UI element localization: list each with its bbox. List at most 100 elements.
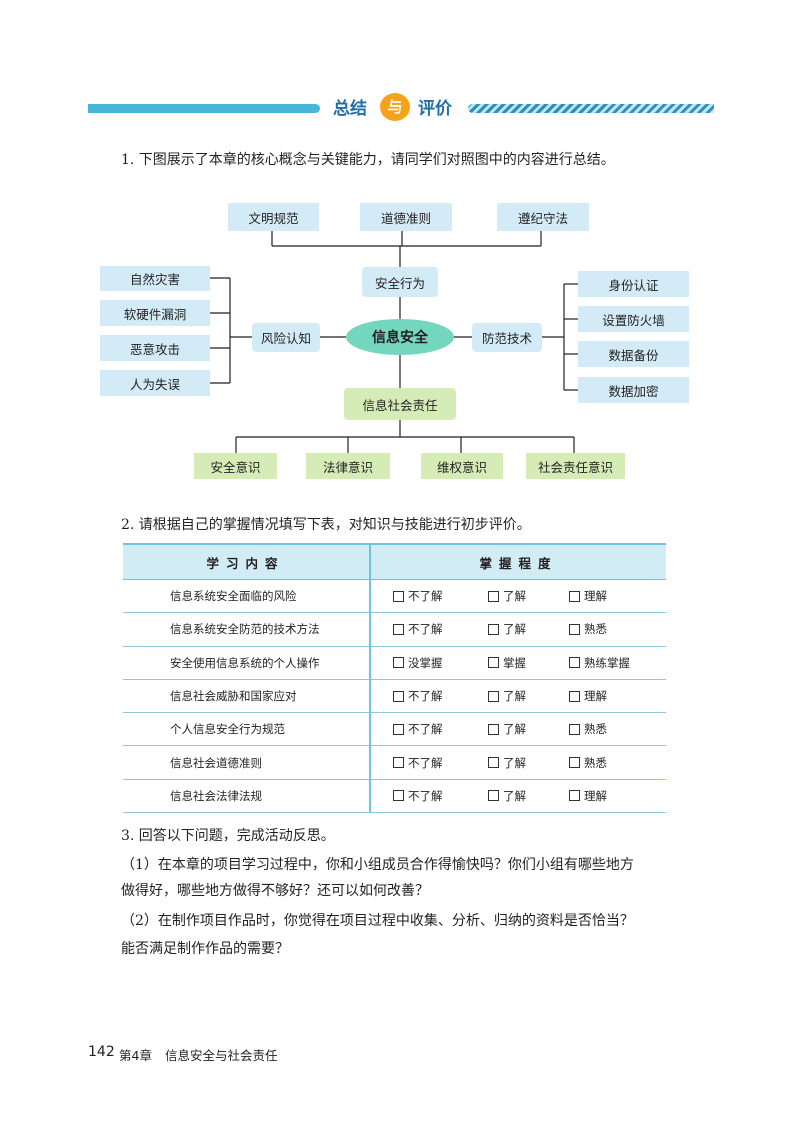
checkbox[interactable]	[393, 623, 404, 635]
row-item-label: 信息社会威胁和国家应对	[123, 679, 371, 714]
option-label: 不了解	[408, 755, 443, 770]
table-row: 安全使用信息系统的个人操作 没掌握 掌握熟练掌握	[123, 646, 666, 680]
question-2-text: 2. 请根据自己的掌握情况填写下表，对知识与技能进行初步评价。	[121, 517, 531, 533]
right-item-1: 身份认证	[578, 271, 689, 297]
mastery-option[interactable]: 不了解	[393, 588, 488, 604]
header-badge-icon: 与	[380, 93, 410, 121]
bottom-item-4: 社会责任意识	[526, 453, 625, 479]
checkbox[interactable]	[488, 790, 499, 802]
table-row: 信息系统安全防范的技术方法不了解了解熟悉	[123, 612, 666, 647]
option-label: 了解	[503, 722, 526, 737]
option-label: 理解	[584, 689, 607, 704]
right-item-4: 数据加密	[578, 377, 689, 403]
mastery-option[interactable]: 不了解	[393, 755, 488, 771]
option-label: 熟悉	[584, 722, 607, 737]
mastery-option[interactable]: 熟练掌握	[569, 655, 630, 671]
row-options: 不了解 了解 理解	[370, 779, 666, 814]
checkbox[interactable]	[393, 757, 404, 769]
top-item-2: 道德准则	[360, 203, 452, 231]
checkbox[interactable]	[488, 757, 499, 769]
option-label: 了解	[503, 622, 526, 637]
checkbox[interactable]	[393, 690, 404, 702]
checkbox[interactable]	[488, 623, 499, 635]
checkbox[interactable]	[569, 690, 580, 702]
header-badge-char: 与	[387, 98, 403, 116]
checkbox[interactable]	[488, 690, 499, 702]
checkbox[interactable]	[393, 657, 404, 669]
checkbox[interactable]	[569, 657, 580, 669]
right-item-2: 设置防火墙	[578, 306, 689, 332]
mastery-option[interactable]: 了解	[488, 788, 569, 804]
checkbox[interactable]	[488, 723, 499, 735]
mastery-option[interactable]: 不了解	[393, 788, 488, 804]
checkbox[interactable]	[488, 657, 499, 669]
row-options: 不了解 了解 熟悉	[370, 712, 666, 747]
left-item-3: 恶意攻击	[100, 335, 210, 361]
mastery-option[interactable]: 理解	[569, 788, 607, 804]
row-options: 没掌握 掌握熟练掌握	[370, 646, 666, 680]
mastery-option[interactable]: 了解	[488, 721, 569, 737]
header-mastery-level: 掌握程度	[370, 543, 666, 580]
header-study-content: 学习内容	[123, 543, 371, 580]
option-label: 理解	[584, 589, 607, 604]
node-center-info-security: 信息安全	[346, 319, 454, 355]
checkbox[interactable]	[393, 723, 404, 735]
footer-chapter: 第4章	[119, 1048, 152, 1063]
question-3-p2-line2: 能否满足制作作品的需要？	[121, 941, 289, 957]
table-header-row: 学习内容 掌握程度	[123, 543, 666, 580]
checkbox[interactable]	[393, 590, 404, 602]
question-3-title: 3. 回答以下问题，完成活动反思。	[121, 828, 335, 844]
mastery-option[interactable]: 不了解	[393, 721, 488, 737]
question-3-p2-line1: （2）在制作项目作品时，你觉得在项目过程中收集、分析、归纳的资料是否恰当？	[121, 913, 634, 929]
option-label: 不了解	[408, 788, 443, 803]
row-options: 不了解 了解 熟悉	[370, 612, 666, 647]
option-label: 了解	[503, 689, 526, 704]
mastery-option[interactable]: 不了解	[393, 621, 488, 637]
mastery-option[interactable]: 没掌握	[393, 655, 488, 671]
checkbox[interactable]	[488, 590, 499, 602]
mastery-option[interactable]: 理解	[569, 588, 607, 604]
option-label: 没掌握	[408, 655, 443, 670]
question-3-p1-line2: 做得好，哪些地方做得不够好？还可以如何改善？	[121, 883, 429, 899]
checkbox[interactable]	[569, 757, 580, 769]
table-row: 信息社会威胁和国家应对 不了解了解 理解	[123, 679, 666, 714]
footer-title: 信息安全与社会责任	[165, 1048, 278, 1063]
mastery-option[interactable]: 掌握	[488, 655, 569, 671]
node-social-responsibility: 信息社会责任	[344, 388, 456, 420]
left-item-4: 人为失误	[100, 370, 210, 396]
top-item-3: 遵纪守法	[497, 203, 589, 231]
row-item-label: 信息系统安全面临的风险	[123, 579, 371, 614]
mastery-option[interactable]: 了解	[488, 588, 569, 604]
mastery-option[interactable]: 了解	[488, 688, 569, 704]
option-label: 理解	[584, 788, 607, 803]
mastery-option[interactable]: 熟悉	[569, 755, 607, 771]
mastery-option[interactable]: 理解	[569, 688, 607, 704]
mastery-option[interactable]: 熟悉	[569, 621, 607, 637]
row-options: 不了解 了解 熟悉	[370, 745, 666, 780]
row-item-label: 安全使用信息系统的个人操作	[123, 646, 371, 680]
question-1-text: 1. 下图展示了本章的核心概念与关键能力，请同学们对照图中的内容进行总结。	[121, 152, 615, 168]
option-label: 了解	[503, 788, 526, 803]
checkbox[interactable]	[569, 790, 580, 802]
mastery-option[interactable]: 不了解	[393, 688, 488, 704]
option-label: 熟悉	[584, 755, 607, 770]
option-label: 了解	[503, 589, 526, 604]
option-label: 不了解	[408, 722, 443, 737]
option-label: 熟练掌握	[584, 655, 630, 670]
option-label: 熟悉	[584, 622, 607, 637]
checkbox[interactable]	[569, 590, 580, 602]
left-item-2: 软硬件漏洞	[100, 300, 210, 326]
option-label: 了解	[503, 755, 526, 770]
left-item-1: 自然灾害	[100, 266, 210, 291]
row-item-label: 信息社会道德准则	[123, 745, 371, 780]
checkbox[interactable]	[569, 723, 580, 735]
mastery-option[interactable]: 了解	[488, 621, 569, 637]
checkbox[interactable]	[569, 623, 580, 635]
checkbox[interactable]	[393, 790, 404, 802]
bottom-item-3: 维权意识	[421, 453, 503, 479]
mastery-option[interactable]: 了解	[488, 755, 569, 771]
mastery-option[interactable]: 熟悉	[569, 721, 607, 737]
header-bar-left	[88, 104, 320, 113]
option-label: 不了解	[408, 622, 443, 637]
header-word-summary: 总结	[333, 99, 367, 119]
